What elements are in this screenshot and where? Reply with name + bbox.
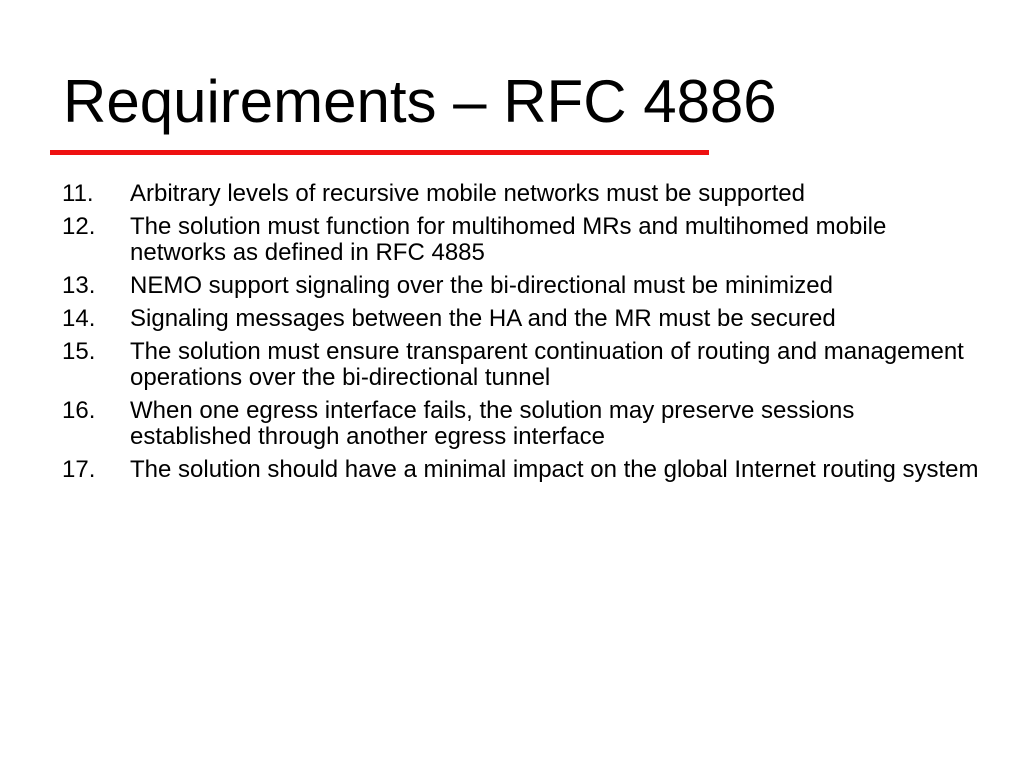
list-item: 15. The solution must ensure transparent… <box>62 339 992 391</box>
item-number: 17. <box>62 456 96 483</box>
item-text: Signaling messages between the HA and th… <box>130 305 836 332</box>
item-text: Arbitrary levels of recursive mobile net… <box>130 180 805 207</box>
list-item: 13. NEMO support signaling over the bi-d… <box>62 273 992 299</box>
item-number: 16. <box>62 397 96 424</box>
list-item: 12. The solution must function for multi… <box>62 214 992 266</box>
item-number: 13. <box>62 272 96 299</box>
item-text: NEMO support signaling over the bi-direc… <box>130 272 833 299</box>
item-text: The solution must ensure transparent con… <box>130 338 964 391</box>
list-item: 17. The solution should have a minimal i… <box>62 457 992 483</box>
slide-title: Requirements – RFC 4886 <box>63 68 777 135</box>
item-number: 11. <box>62 180 94 207</box>
item-number: 15. <box>62 338 96 365</box>
requirements-list: 11. Arbitrary levels of recursive mobile… <box>62 181 992 490</box>
item-number: 14. <box>62 305 96 332</box>
item-number: 12. <box>62 213 96 240</box>
list-item: 11. Arbitrary levels of recursive mobile… <box>62 181 992 207</box>
list-item: 14. Signaling messages between the HA an… <box>62 306 992 332</box>
list-item: 16. When one egress interface fails, the… <box>62 398 992 450</box>
item-text: When one egress interface fails, the sol… <box>130 397 855 450</box>
title-underline <box>50 150 709 155</box>
item-text: The solution must function for multihome… <box>130 213 887 266</box>
item-text: The solution should have a minimal impac… <box>130 456 979 483</box>
